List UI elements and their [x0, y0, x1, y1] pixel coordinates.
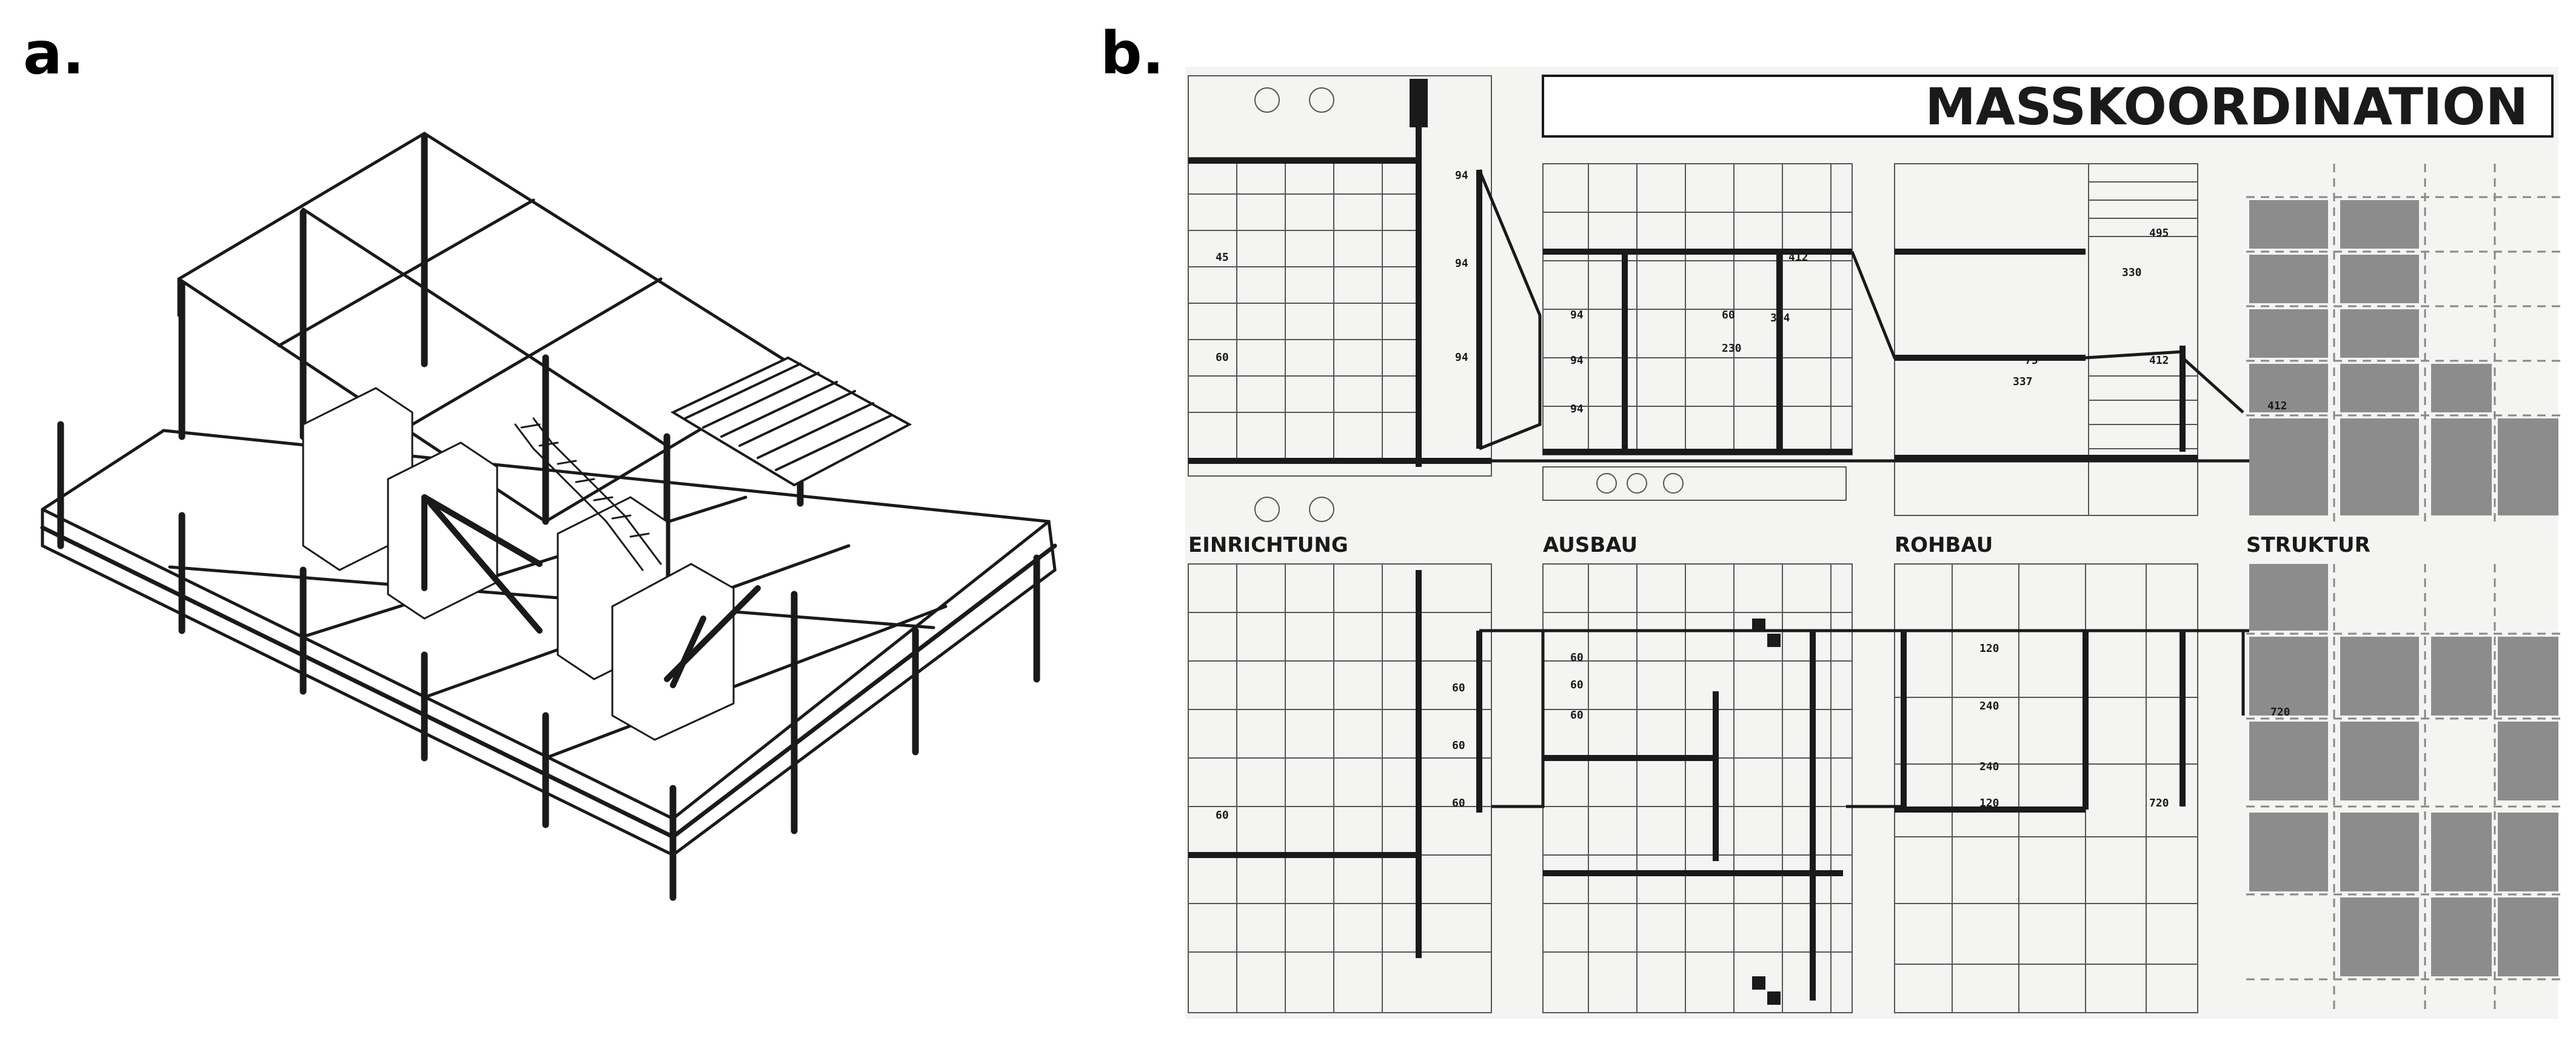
- dim-label: 337: [2013, 375, 2033, 388]
- einrichtung-column-block: [1410, 79, 1428, 127]
- dim-label: 60: [1216, 809, 1229, 822]
- ausbau-bottom-walls: [1543, 631, 1843, 1001]
- struktur-bottom-grid: [2246, 564, 2561, 1013]
- dim-label: 120: [1979, 642, 1999, 655]
- dim-label: 495: [2149, 227, 2169, 240]
- dim-label: 60: [1452, 682, 1465, 694]
- dim-label: 45: [1216, 251, 1229, 264]
- axonometric-building-drawing: [40, 132, 1057, 901]
- dim-label: 60: [1452, 739, 1465, 752]
- column-label-einrichtung: EINRICHTUNG: [1188, 533, 1348, 557]
- dim-label: 394: [1770, 312, 1790, 324]
- dim-label: 94: [1455, 351, 1468, 364]
- ausbau-bottom-column-blocks: [1752, 619, 1781, 1005]
- panel-b-label: b.: [1100, 19, 1165, 87]
- struktur-top-grid: [2246, 164, 2561, 522]
- ausbau-top-walls: [1543, 249, 1852, 455]
- staircase: [514, 417, 662, 571]
- dim-label: 60: [1722, 309, 1735, 321]
- ausbau-bottom-dimensions: 60 60 60: [1570, 651, 1584, 722]
- dim-label: 60: [1570, 709, 1584, 722]
- dim-label: 720: [2149, 797, 2169, 810]
- rohbau-bottom-dimensions: 120 240 240 120 720: [1979, 642, 2169, 810]
- dim-label: 60: [1570, 679, 1584, 691]
- dim-label: 94: [1455, 257, 1468, 270]
- coordination-connector-lines: [1477, 169, 2249, 808]
- dim-label: 94: [1570, 354, 1584, 367]
- einrichtung-top-plan: [1188, 75, 1492, 522]
- einrichtung-top-walls: [1188, 79, 1491, 467]
- dim-label: 94: [1455, 169, 1468, 182]
- dim-label: 330: [2122, 266, 2142, 279]
- dim-label: 240: [1979, 760, 1999, 773]
- dim-label: 60: [1570, 651, 1584, 664]
- edge-beams: [40, 525, 1057, 839]
- dim-label: 60: [1452, 797, 1465, 810]
- einrichtung-top-dimensions: 94 94 94 60 45: [1216, 169, 1468, 364]
- einrichtung-bottom-walls: [1188, 570, 1482, 958]
- dim-label: 94: [1570, 403, 1584, 415]
- struktur-bottom-dimension: 720: [2270, 706, 2290, 719]
- dim-label: 75: [2025, 354, 2038, 367]
- einrichtung-bottom-dimensions: 60 60 60 60: [1216, 682, 1465, 822]
- sheet-title: MASSKOORDINATION: [1925, 77, 2528, 136]
- dim-label: 412: [2149, 354, 2169, 367]
- cross-bracing: [421, 494, 761, 688]
- lower-deck-outline: [41, 429, 1057, 857]
- struktur-top-dimension: 412: [2267, 400, 2287, 412]
- dim-label: 412: [1788, 251, 1808, 264]
- roof-slat-grating: [670, 356, 912, 487]
- dim-label: 230: [1722, 342, 1742, 355]
- dim-label: 60: [1216, 351, 1229, 364]
- sheet-background: [1185, 67, 2558, 1019]
- panel-a-label: a.: [23, 19, 85, 87]
- dim-label: 240: [1979, 700, 1999, 713]
- dim-label: 94: [1570, 309, 1584, 321]
- dim-label: 120: [1979, 797, 1999, 810]
- ausbau-bottom-plan: [1542, 563, 1853, 1013]
- title-box: [1542, 75, 2554, 138]
- column-label-struktur: STRUKTUR: [2246, 533, 2370, 557]
- ausbau-top-dimensions: 412 394 60 230 94 94 94: [1570, 251, 1808, 415]
- column-label-ausbau: AUSBAU: [1543, 533, 1638, 557]
- masskoordination-sheet: MASSKOORDINATION EINRICHTUNG AUSBAU ROHB…: [1185, 67, 2561, 1019]
- column-label-rohbau: ROHBAU: [1895, 533, 1993, 557]
- service-core: [302, 387, 735, 741]
- structural-columns: [57, 133, 1040, 901]
